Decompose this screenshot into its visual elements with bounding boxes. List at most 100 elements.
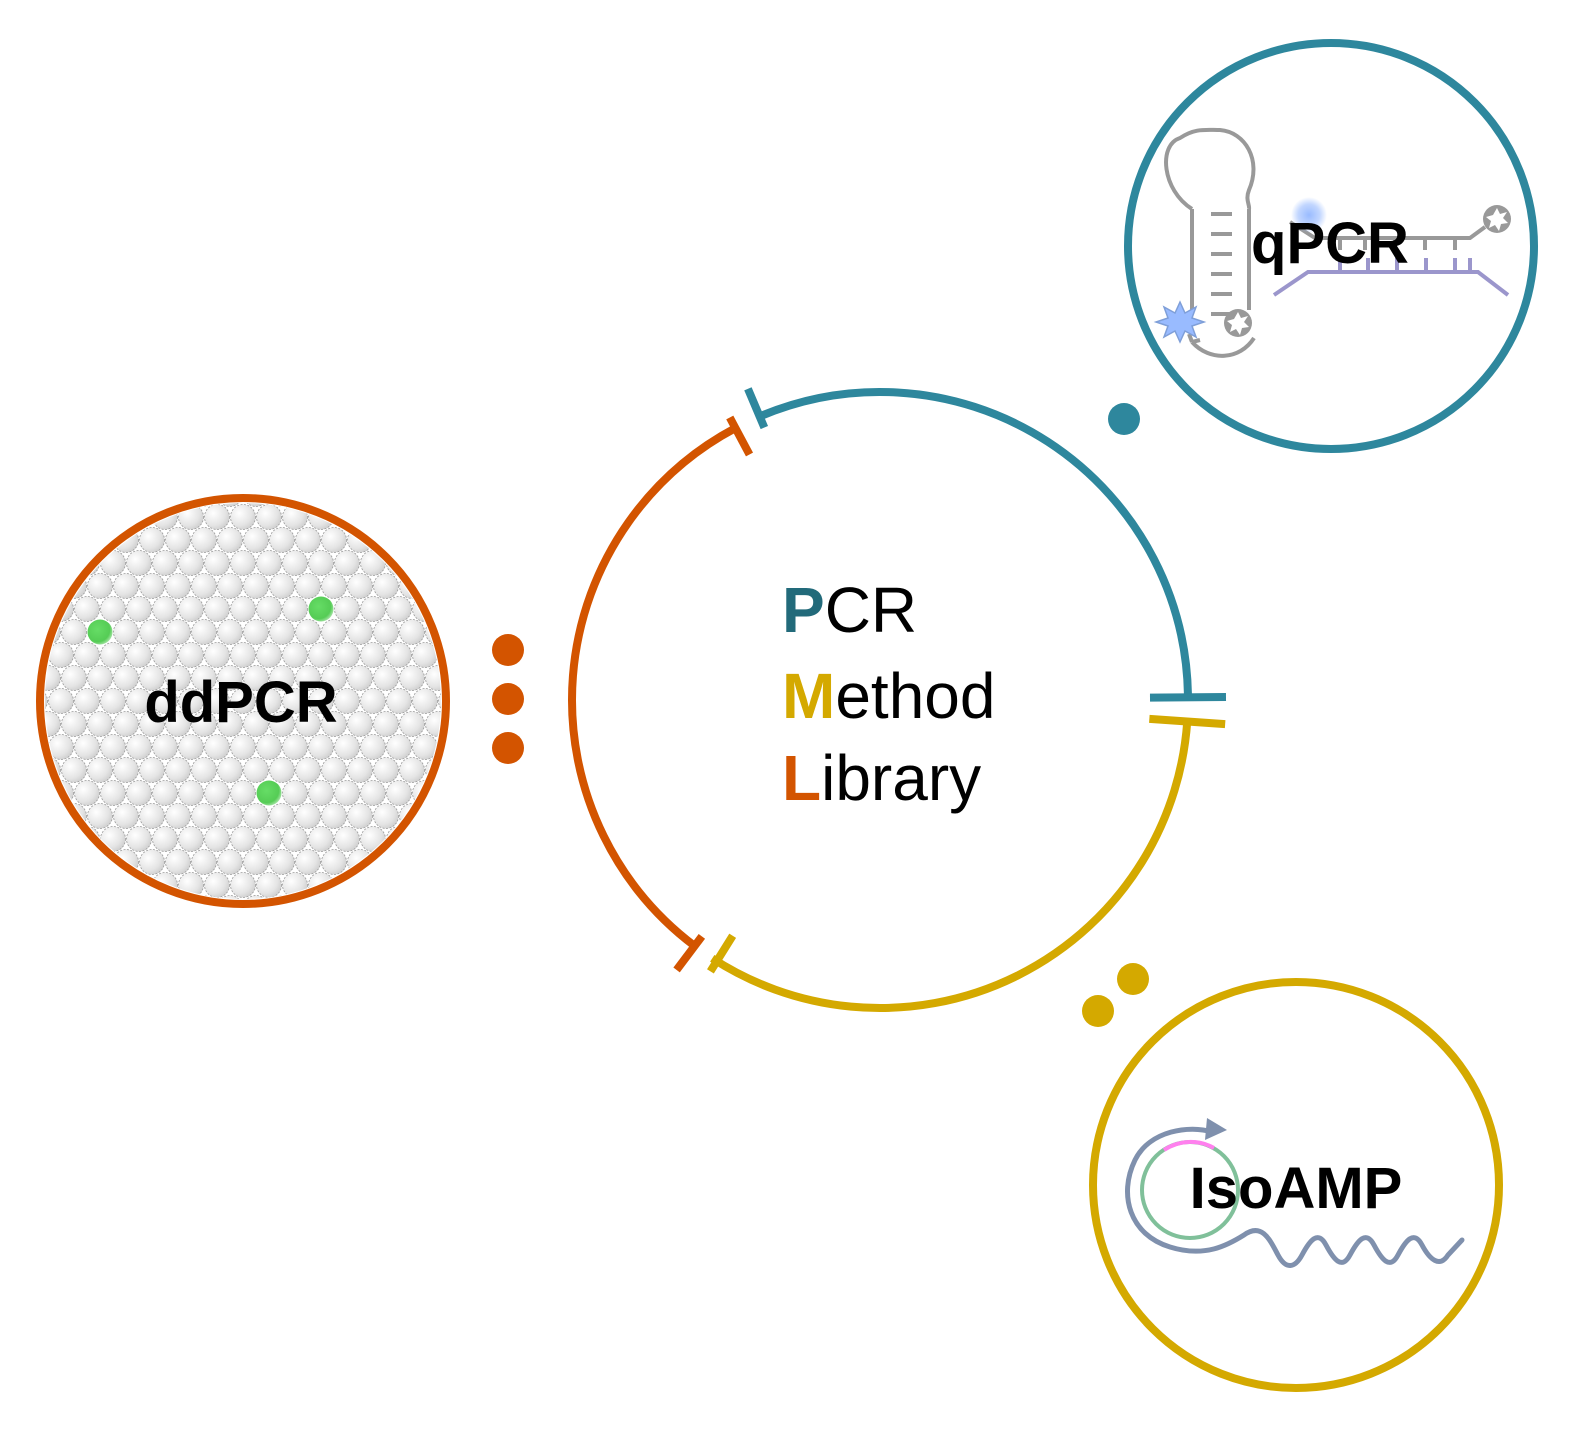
- method-node-isoamp[interactable]: IsoAMP: [1089, 978, 1503, 1392]
- droplet: [74, 596, 100, 622]
- title-line-method: Method: [782, 660, 995, 732]
- quencher-icon: [1483, 205, 1511, 233]
- droplet: [269, 849, 295, 875]
- droplet: [217, 665, 243, 691]
- central-ring-arc-gold: [710, 721, 1192, 1012]
- droplet: [386, 734, 412, 760]
- droplet: [360, 642, 386, 668]
- droplet: [139, 711, 165, 737]
- droplet: [386, 596, 412, 622]
- ddpcr-label: ddPCR: [144, 670, 337, 735]
- droplet: [165, 757, 191, 783]
- droplet: [165, 803, 191, 829]
- droplet: [282, 550, 308, 576]
- droplet: [100, 688, 126, 714]
- qpcr-label: qPCR: [1251, 211, 1409, 276]
- droplet: [243, 665, 269, 691]
- droplet: [243, 803, 269, 829]
- droplet: [269, 527, 295, 553]
- droplet: [282, 780, 308, 806]
- droplet: [347, 757, 373, 783]
- droplet: [61, 757, 87, 783]
- droplet: [399, 757, 425, 783]
- connector-dots-qpcr: [1108, 403, 1140, 435]
- droplet: [204, 780, 230, 806]
- droplet: [295, 711, 321, 737]
- droplet: [139, 665, 165, 691]
- droplet: [165, 711, 191, 737]
- droplet: [321, 849, 347, 875]
- droplet: [178, 780, 204, 806]
- droplet: [217, 849, 243, 875]
- droplet: [165, 573, 191, 599]
- fluorophore-star-icon: [1153, 300, 1207, 344]
- connector-dot: [1108, 403, 1140, 435]
- droplet: [334, 734, 360, 760]
- droplet: [256, 596, 282, 622]
- droplet: [347, 573, 373, 599]
- droplet: [230, 734, 256, 760]
- ring-break-cap-teal-right: [1149, 692, 1227, 702]
- droplet: [217, 711, 243, 737]
- droplet: [217, 757, 243, 783]
- method-node-ddpcr[interactable]: ddPCR: [23, 482, 464, 921]
- droplet: [165, 849, 191, 875]
- droplet: [256, 826, 282, 852]
- droplet: [100, 596, 126, 622]
- droplet: [139, 757, 165, 783]
- droplet: [373, 803, 399, 829]
- droplet: [386, 688, 412, 714]
- droplet: [282, 596, 308, 622]
- droplet: [243, 711, 269, 737]
- droplet: [373, 573, 399, 599]
- droplet: [256, 504, 282, 530]
- ring-break-cap-orange-bottom: [673, 933, 706, 973]
- droplet: [126, 780, 152, 806]
- droplet: [295, 527, 321, 553]
- connector-dots-isoamp: [1082, 963, 1149, 1027]
- droplet: [308, 550, 334, 576]
- droplet: [126, 826, 152, 852]
- droplet: [113, 619, 139, 645]
- central-ring: [568, 387, 1227, 1012]
- droplet: [87, 665, 113, 691]
- droplet: [386, 780, 412, 806]
- droplet: [204, 826, 230, 852]
- droplet: [191, 619, 217, 645]
- droplet: [152, 550, 178, 576]
- droplet: [139, 527, 165, 553]
- droplet: [308, 826, 334, 852]
- droplet: [152, 596, 178, 622]
- title-rest-pcr: CR: [825, 574, 917, 646]
- connector-dot: [492, 683, 524, 715]
- droplet: [139, 803, 165, 829]
- droplet: [139, 619, 165, 645]
- droplet: [217, 619, 243, 645]
- title-initial-p: P: [782, 574, 825, 646]
- rolling-circle-amplification-icon: [1125, 1118, 1465, 1268]
- droplet: [74, 734, 100, 760]
- ddpcr-node-ring: [36, 494, 450, 908]
- method-node-qpcr[interactable]: qPCR: [1124, 39, 1538, 453]
- droplet: [100, 734, 126, 760]
- droplet: [204, 642, 230, 668]
- droplet: [48, 688, 74, 714]
- droplet: [334, 642, 360, 668]
- droplet: [152, 688, 178, 714]
- title-line-pcr: PCR: [782, 574, 917, 646]
- droplet: [243, 757, 269, 783]
- droplet: [282, 734, 308, 760]
- droplet: [269, 803, 295, 829]
- droplet: [165, 527, 191, 553]
- droplet: [230, 642, 256, 668]
- droplet: [321, 757, 347, 783]
- droplet: [204, 872, 230, 898]
- droplet: [152, 642, 178, 668]
- droplet: [347, 665, 373, 691]
- droplet: [178, 688, 204, 714]
- title-rest-library: ibrary: [821, 742, 981, 814]
- droplet: [191, 757, 217, 783]
- ring-break-cap-gold-bottom: [707, 933, 737, 974]
- droplet: [87, 573, 113, 599]
- title-initial-m: M: [782, 660, 835, 732]
